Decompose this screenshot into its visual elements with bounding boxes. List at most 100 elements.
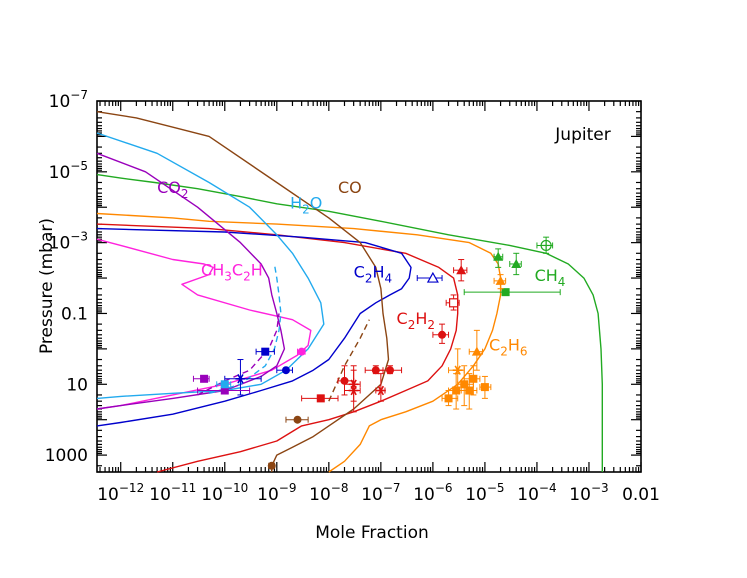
marker-square <box>465 386 474 395</box>
observation-point <box>493 248 504 268</box>
observation-point <box>255 347 275 356</box>
marker-circle <box>438 330 447 339</box>
observation-point <box>197 386 251 395</box>
y-tick-label: 10 <box>66 375 88 395</box>
x-tick-label: 10−9 <box>257 481 296 505</box>
x-tick-label: 10−4 <box>517 481 556 505</box>
x-tick-label: 10−7 <box>361 481 400 505</box>
label-co: CO <box>338 178 362 197</box>
marker-square <box>501 288 510 297</box>
x-tick-label: 10−6 <box>413 481 452 505</box>
observation-point <box>297 347 306 356</box>
marker-square <box>460 380 469 389</box>
marker-star <box>237 374 244 384</box>
marker-square <box>220 386 229 395</box>
label-ch4: CH4 <box>535 266 566 289</box>
y-tick-label: 10−5 <box>49 159 88 183</box>
label-c2h2: C2H2 <box>397 309 435 332</box>
label-co2: CO2 <box>157 178 188 201</box>
curve-c2h4 <box>96 227 412 427</box>
marker-star <box>350 379 357 390</box>
y-axis-label: Pressure (mbar) <box>37 218 57 354</box>
observation-points <box>192 236 561 470</box>
observation-point <box>457 365 474 407</box>
curve-co-dashed <box>328 319 370 402</box>
curve-c2h2 <box>96 223 459 473</box>
observation-point <box>416 271 443 283</box>
observation-point <box>276 366 293 375</box>
marker-square-open <box>448 298 459 308</box>
curve-h2o-dashed <box>208 263 282 394</box>
marker-square <box>200 374 209 383</box>
label-ch3c2h: CH3C2H <box>201 261 263 284</box>
axis-ticks <box>97 100 642 473</box>
x-tick-label: 10−3 <box>569 481 608 505</box>
observation-point <box>301 394 339 403</box>
marker-square <box>316 394 325 403</box>
observation-point <box>267 461 276 470</box>
observation-point <box>448 348 465 392</box>
x-axis-label: Mole Fraction <box>315 523 429 543</box>
observation-point <box>192 374 210 383</box>
marker-triangle <box>511 258 522 268</box>
observation-point <box>479 375 492 399</box>
marker-square <box>444 394 453 403</box>
observation-point <box>337 365 355 396</box>
observation-point <box>493 274 507 290</box>
marker-circle <box>293 415 302 424</box>
y-tick-label: 10−3 <box>49 230 88 254</box>
observation-point <box>285 415 309 424</box>
marker-square <box>261 347 270 356</box>
marker-triangle <box>471 346 482 356</box>
marker-star <box>454 365 461 375</box>
x-tick-label: 10−12 <box>97 481 144 505</box>
observation-point <box>445 294 460 311</box>
x-tick-label: 10−10 <box>201 481 248 505</box>
observation-point <box>536 236 554 254</box>
curve-co <box>96 111 390 472</box>
marker-circle <box>386 366 395 375</box>
observation-point <box>463 365 481 396</box>
marker-star <box>377 385 385 396</box>
x-tick-label: 10−5 <box>465 481 504 505</box>
model-curves <box>96 111 603 473</box>
marker-circle <box>340 376 349 385</box>
observation-point <box>375 373 386 402</box>
x-tick-label: 10−8 <box>309 481 348 505</box>
marker-triangle-open <box>426 271 439 283</box>
observation-point <box>448 373 462 410</box>
marker-triangle <box>456 265 467 275</box>
curve-co2-dashed <box>197 313 280 396</box>
y-tick-label: 10−7 <box>49 88 88 112</box>
x-tick-label: 0.01 <box>622 485 660 505</box>
observation-point <box>364 365 384 375</box>
marker-square <box>452 386 461 395</box>
observation-point <box>463 288 561 297</box>
x-tick-label: 10−11 <box>149 481 196 505</box>
marker-square <box>480 383 489 392</box>
marker-circle <box>371 366 380 375</box>
observation-point <box>224 359 262 396</box>
chart-title: Jupiter <box>554 125 610 145</box>
marker-triangle <box>493 251 504 261</box>
observation-point <box>432 323 450 344</box>
curve-h2o <box>96 132 325 400</box>
marker-circle <box>281 366 290 375</box>
label-c2h6: C2H6 <box>489 335 527 358</box>
observation-point <box>509 252 522 276</box>
observation-point <box>216 380 232 389</box>
marker-square <box>469 374 478 383</box>
label-h2o: H2O <box>290 194 322 217</box>
observation-point <box>453 259 468 282</box>
observation-point <box>468 329 484 371</box>
y-tick-label: 1000 <box>45 446 88 466</box>
marker-triangle <box>495 275 506 285</box>
marker-circle <box>267 461 276 470</box>
marker-square <box>220 380 229 389</box>
label-c2h4: C2H4 <box>354 262 392 285</box>
marker-circle <box>297 347 306 356</box>
y-tick-label: 0.1 <box>61 304 88 324</box>
